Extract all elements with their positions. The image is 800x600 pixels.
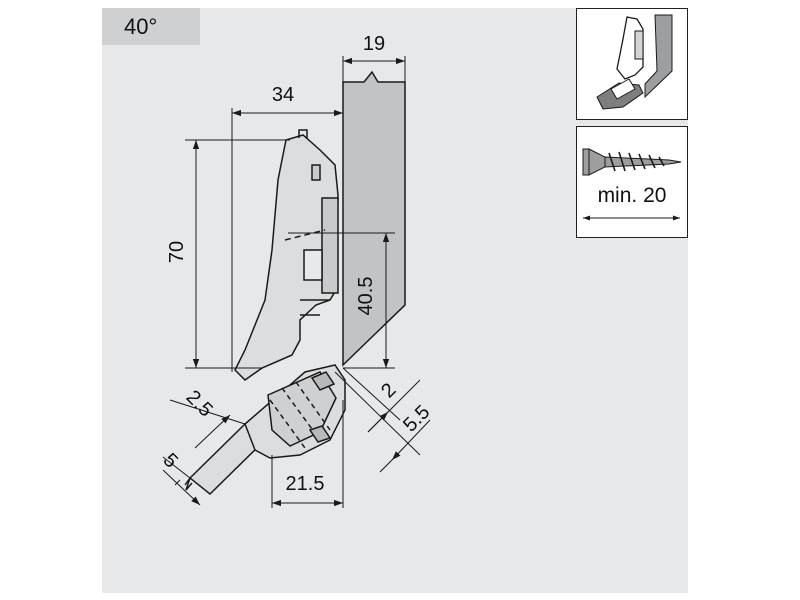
hinge-thumbnail-box	[576, 8, 688, 120]
dim-top-width: 19	[363, 33, 385, 55]
angle-tag: 40°	[102, 8, 200, 45]
dim-arm-width: 34	[272, 84, 294, 106]
hinge-thumbnail-icon	[596, 14, 673, 110]
dim-line-offset-a	[213, 414, 231, 431]
dim-height: 70	[166, 241, 188, 263]
screw-min-length: min. 20	[597, 184, 667, 207]
dim-inner-height: 40.5	[355, 277, 377, 316]
screw-spec-box: min. 20	[576, 126, 688, 238]
dim-bottom-width: 21.5	[286, 473, 325, 495]
screw-icon	[582, 148, 682, 176]
dim-line-distance-b	[391, 419, 431, 461]
dim-distance-a: 2	[377, 379, 400, 402]
dim-line-offset-b	[162, 469, 201, 506]
screw-length-arrow	[583, 215, 680, 221]
dimension-lines	[162, 57, 431, 507]
cabinet-panel	[342, 70, 406, 367]
dim-offset-a: 2.5	[182, 386, 217, 421]
dim-distance-b: 5.5	[399, 401, 434, 436]
hinge-cup	[188, 364, 346, 496]
hinge-arm	[234, 129, 339, 381]
